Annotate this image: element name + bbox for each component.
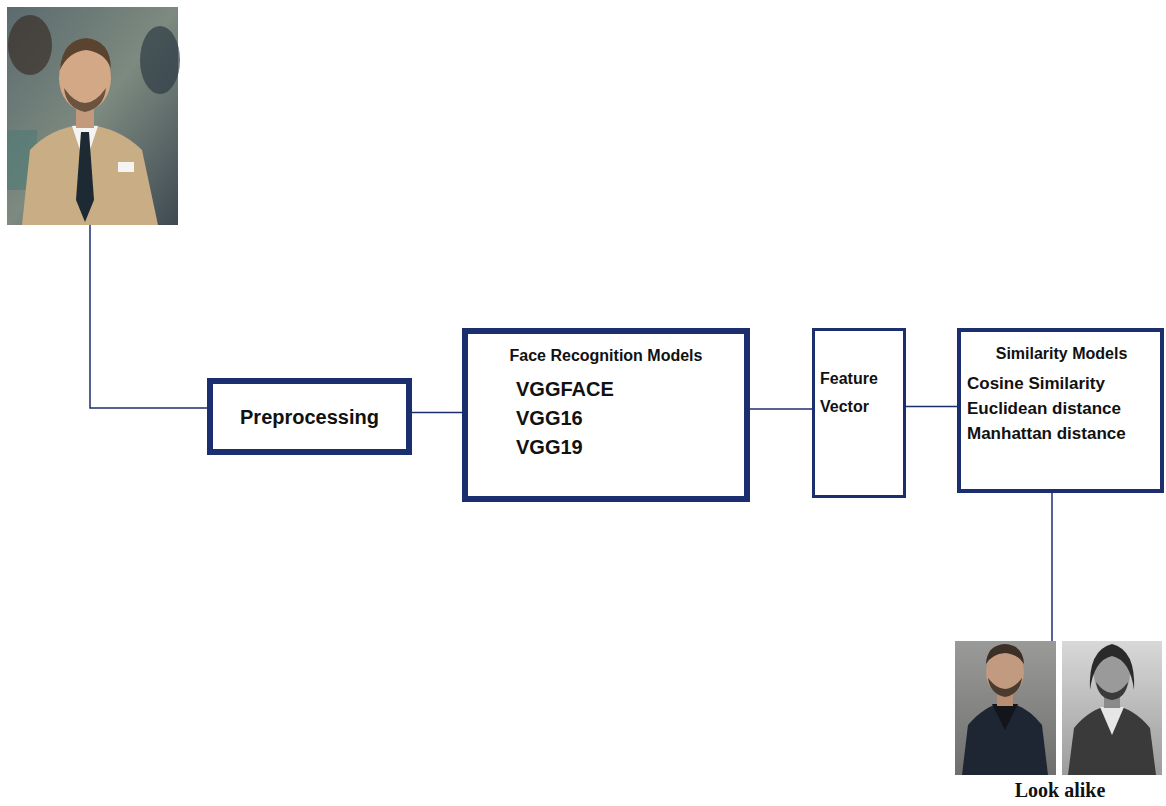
output-wire bbox=[1051, 493, 1053, 641]
lookalike-photo bbox=[1062, 641, 1162, 775]
model-name: VGG19 bbox=[516, 435, 734, 460]
box-title: Preprocessing bbox=[223, 405, 396, 429]
box-heading: Face Recognition Models bbox=[478, 346, 734, 365]
metric-name: Manhattan distance bbox=[967, 423, 1156, 445]
photo-caption: Look alike bbox=[1015, 779, 1106, 802]
connector-line bbox=[906, 406, 957, 408]
model-box: Face Recognition ModelsVGGFACE VGG16VGG19 bbox=[462, 328, 750, 502]
model-name: VGG16 bbox=[516, 406, 734, 431]
input-photo bbox=[7, 7, 180, 225]
input-wire bbox=[90, 225, 207, 408]
connector-line bbox=[750, 408, 812, 410]
similarity-box: Similarity ModelsCosine SimilarityEuclid… bbox=[957, 328, 1164, 493]
model-name: VGGFACE bbox=[516, 377, 734, 402]
vector-box: Feature Vector bbox=[812, 328, 906, 498]
box-heading: Similarity Models bbox=[967, 344, 1156, 363]
process-box: Preprocessing bbox=[207, 378, 412, 455]
connector-line bbox=[412, 412, 462, 414]
lookalike-photo bbox=[955, 641, 1056, 775]
box-title: Feature Vector bbox=[820, 365, 890, 421]
metric-name: Euclidean distance bbox=[967, 398, 1156, 420]
metric-name: Cosine Similarity bbox=[967, 373, 1156, 395]
